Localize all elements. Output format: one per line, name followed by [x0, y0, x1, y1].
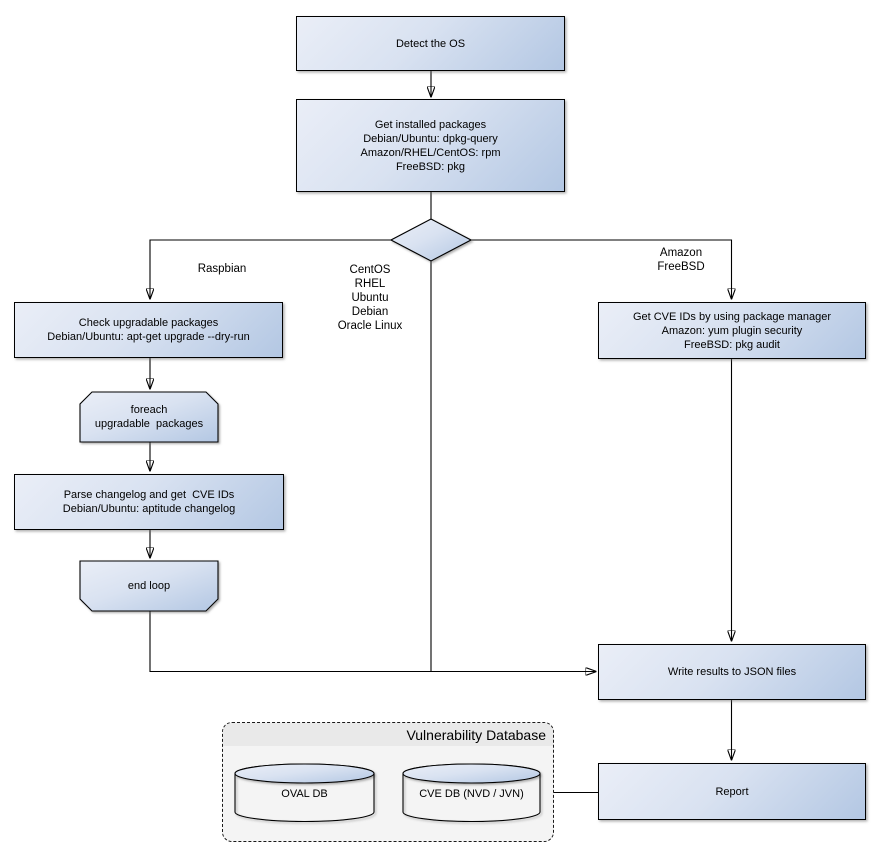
cve-db-cylinder: [402, 763, 541, 823]
foreach-loop-shape: [79, 391, 219, 443]
node-parse-changelog: Parse changelog and get CVE IDs Debian/U…: [14, 474, 284, 530]
node-detect-os: Detect the OS: [296, 16, 565, 71]
node-get-cve-ids: Get CVE IDs by using package manager Ama…: [598, 302, 866, 359]
node-get-installed-packages: Get installed packages Debian/Ubuntu: dp…: [296, 99, 565, 192]
node-report: Report: [598, 763, 866, 820]
node-write-results: Write results to JSON files: [598, 644, 866, 700]
vulnerability-database-title: Vulnerability Database: [406, 726, 546, 743]
node-check-upgradable-packages: Check upgradable packages Debian/Ubuntu:…: [14, 302, 283, 358]
os-decision-diamond: [389, 218, 473, 262]
vulnerability-database-header: Vulnerability Database: [223, 723, 553, 746]
end-loop-shape: [79, 560, 219, 612]
branch-label-rpm-deb-group: CentOS RHEL Ubuntu Debian Oracle Linux: [337, 264, 403, 332]
edge-decision-to-amazon-branch: [471, 239, 732, 299]
edge-endloop-to-write: [149, 611, 596, 672]
oval-db-cylinder: [234, 763, 375, 823]
branch-label-raspbian: Raspbian: [197, 263, 247, 275]
edge-decision-to-raspbian-branch: [150, 239, 391, 299]
branch-label-amazon-freebsd: Amazon FreeBSD: [657, 247, 705, 273]
